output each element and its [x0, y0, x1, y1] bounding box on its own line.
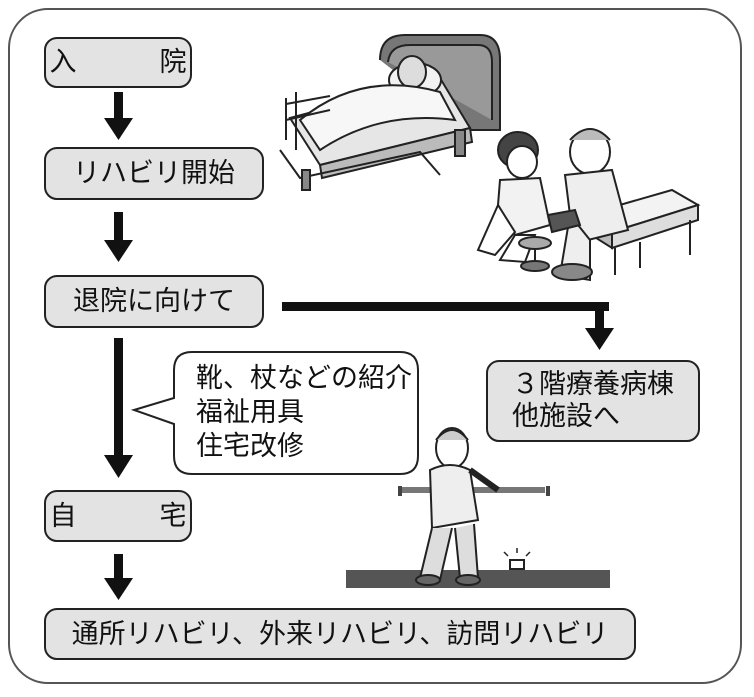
- step-outpatient-box: 通所リハビリ、外来リハビリ、訪問リハビリ: [44, 608, 636, 660]
- bubble-line2: 福祉用具: [196, 397, 304, 428]
- speech-bubble: [130, 351, 419, 475]
- arrow-discharge-to-home: [104, 338, 133, 478]
- bubble-line1: 靴、杖などの紹介: [196, 363, 412, 394]
- arrow-admission-to-rehab: [104, 92, 133, 140]
- step-home-box: 自 宅: [44, 490, 192, 542]
- arrow-discharge-to-facility: [282, 302, 614, 350]
- facility-box: ３階療養病棟 他施設へ: [486, 360, 700, 442]
- facility-box-line1: ３階療養病棟: [512, 369, 674, 400]
- step-rehab-start-box: リハビリ開始: [44, 147, 264, 200]
- step-discharge-prep-box: 退院に向けて: [44, 275, 264, 328]
- patient-in-bed-illustration: [279, 34, 501, 191]
- arrow-rehab-to-discharge: [104, 212, 133, 262]
- arrow-home-to-outpatient: [104, 554, 133, 600]
- nurse-and-patient-illustration: [476, 128, 701, 282]
- step-admission-box: 入 院: [44, 37, 192, 88]
- handrail-walking-illustration: [346, 427, 610, 588]
- facility-box-line2: 他施設へ: [512, 401, 620, 432]
- bubble-text: 靴、杖などの紹介 福祉用具 住宅改修: [196, 362, 412, 464]
- bubble-line3: 住宅改修: [196, 431, 304, 462]
